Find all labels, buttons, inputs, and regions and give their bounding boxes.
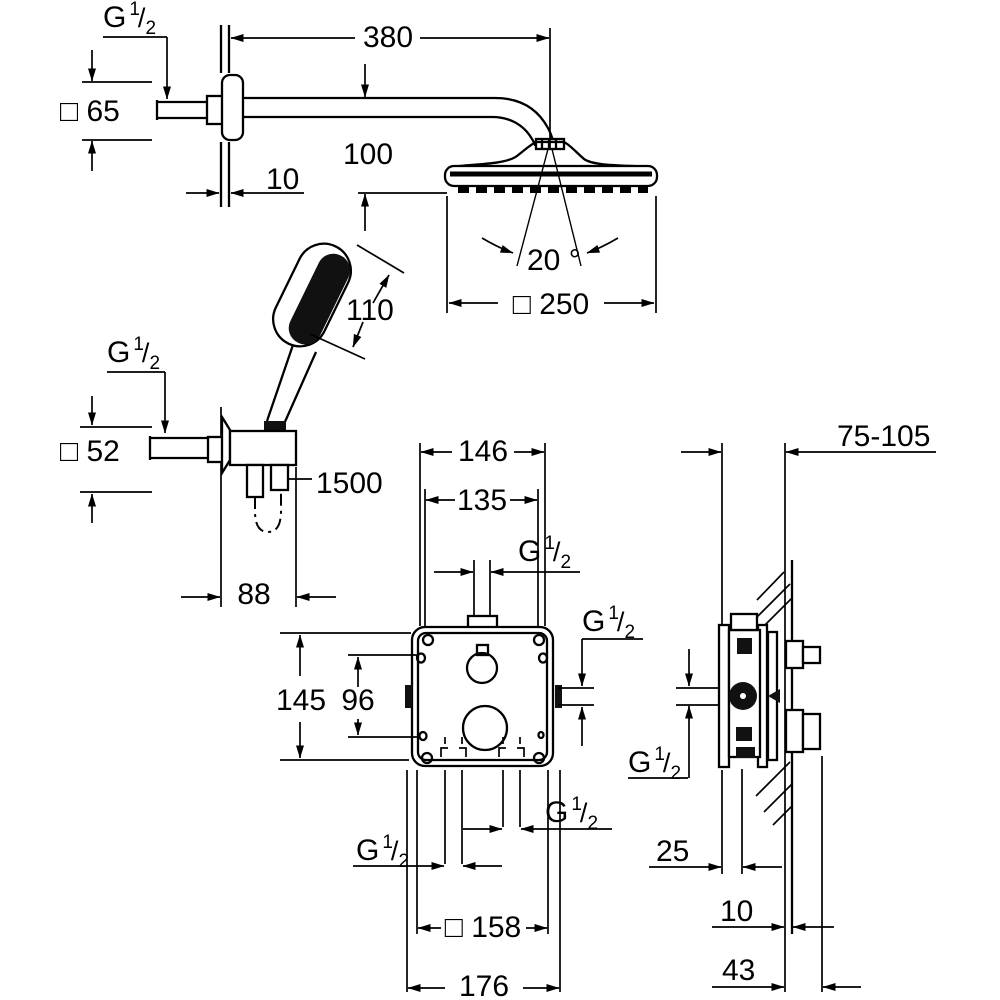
rear-connector-upper — [784, 639, 805, 670]
dim-valve-depth-label: 43 — [722, 954, 755, 987]
holder-connection-nut — [206, 435, 225, 464]
dim-trim-square-label: □ 158 — [445, 911, 522, 944]
rough-in-box-outer — [410, 625, 555, 768]
dim-head-size-label: □ 250 — [513, 288, 590, 321]
upper-valve-opening — [465, 651, 499, 685]
handle-collar — [264, 421, 286, 431]
rough-in-box-inner — [416, 631, 549, 762]
head-shower-assembly — [155, 25, 659, 207]
hose-outlet-right — [269, 463, 290, 492]
valve-side-view — [717, 560, 822, 934]
lower-valve-opening — [461, 704, 509, 752]
rear-connector-lower — [784, 708, 805, 754]
dimension-lines — [80, 28, 936, 992]
dim-arm-length-label: 380 — [363, 21, 413, 54]
shower-hose — [254, 493, 282, 534]
valve-box-front-view — [405, 560, 562, 864]
side-outlet-right — [555, 685, 562, 708]
hand-shower-head — [272, 242, 352, 348]
dim-wall-thickness-label: 10 — [720, 895, 753, 928]
side-outlet-left — [405, 685, 412, 708]
arm-connection-nut — [205, 94, 225, 126]
hand-shower-assembly — [148, 242, 352, 607]
hand-shower-spray-face — [288, 253, 351, 345]
shower-arm-inner — [243, 115, 537, 147]
hose-outlet-left — [245, 463, 265, 499]
front-mounting-plate — [717, 623, 731, 769]
dim-handshower-length-label: 110 — [346, 294, 394, 327]
dim-holder-square-label: □ 52 — [60, 435, 120, 468]
bottom-port-marks — [440, 737, 525, 757]
upper-valve-tab — [475, 643, 490, 657]
dim-box-outer-width-label: 176 — [459, 970, 509, 1000]
arm-wall-flange — [220, 73, 245, 142]
hand-shower-holder — [228, 429, 298, 467]
dim-box-inner-width-label: 135 — [457, 484, 507, 517]
dim-wall-offset-label: 10 — [266, 163, 299, 196]
dim-box-top-width-label: 146 — [458, 435, 508, 468]
valve-top-knob — [729, 612, 759, 632]
dim-install-depth-label: 75-105 — [837, 420, 930, 453]
dim-trim-depth-label: 25 — [656, 835, 689, 868]
flow-arrow-icon — [768, 689, 780, 703]
dim-head-drop-label: 100 — [343, 138, 393, 171]
dim-holder-depth-label: 88 — [237, 578, 270, 611]
wall-section-top — [219, 25, 231, 207]
dim-box-height-label: 145 — [276, 684, 326, 717]
dim-hole-spacing-label: 96 — [341, 684, 374, 717]
dim-hose-length-label: 1500 — [316, 467, 383, 500]
dim-spray-angle-label: 20 ° — [527, 244, 581, 277]
dim-arm-square-label: □ 65 — [60, 95, 120, 128]
